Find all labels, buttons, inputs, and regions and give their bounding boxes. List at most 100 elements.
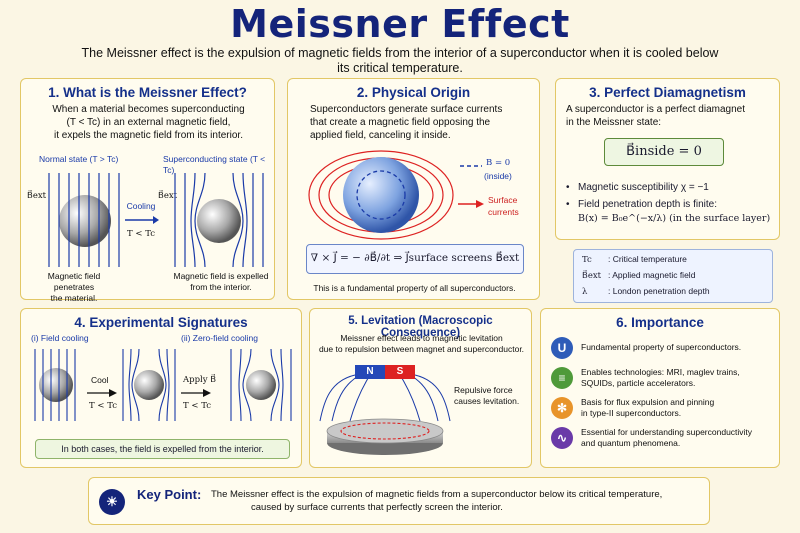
key-point-label: Key Point:	[137, 487, 202, 502]
superconducting-state-label: Superconducting state (T < Tc)	[163, 154, 266, 175]
legend-desc: : Applied magnetic field	[608, 270, 696, 280]
cooling-label: Cooling	[126, 201, 156, 211]
magnet-icon: U	[551, 337, 573, 359]
importance-item: Essential for understanding superconduct…	[581, 427, 777, 449]
legend-row: λ : London penetration depth	[582, 286, 792, 297]
legend-row: Tc: Critical temperature	[582, 254, 792, 265]
symbol-legend: Tc: Critical temperature B⃗ext: Applied …	[573, 249, 773, 303]
zero-field-cooling-label: (ii) Zero-field cooling	[181, 333, 258, 343]
page-subtitle: The Meissner effect is the expulsion of …	[81, 46, 719, 75]
superconductor-sphere	[197, 199, 241, 243]
text-line: Repulsive force	[454, 385, 513, 395]
text-line: causes levitation.	[454, 396, 520, 406]
legend-desc: : London penetration depth	[608, 286, 710, 296]
zero-field-cooling-after	[230, 348, 292, 422]
field-lines	[319, 374, 451, 422]
inside-boundary	[356, 170, 406, 220]
legend-surface: Surface	[488, 195, 518, 205]
text-line: Superconductors generate surface current…	[310, 104, 503, 115]
panel-text: When a material becomes superconducting …	[26, 103, 271, 142]
snowflake-icon: ✻	[551, 397, 573, 419]
item-line: in type-II superconductors.	[581, 408, 682, 418]
surface-currents-diagram	[308, 150, 454, 240]
panel-perfect-diamagnetism: 3. Perfect Diamagnetism A superconductor…	[555, 78, 780, 240]
normal-state-label: Normal state (T > Tc)	[39, 154, 119, 164]
panel-footer: This is a fundamental property of all su…	[313, 283, 516, 293]
temp-condition: T < Tc	[183, 401, 211, 411]
legend-desc: : Critical temperature	[608, 254, 687, 264]
panel-what-is: 1. What is the Meissner Effect? When a m…	[20, 78, 276, 303]
material-sphere	[59, 195, 111, 247]
panel-text: A superconductor is a perfect diamagnet …	[566, 103, 776, 129]
temp-condition: T < Tc	[89, 401, 117, 411]
legend-inside: (inside)	[484, 171, 512, 181]
text-line: due to repulsion between magnet and supe…	[318, 344, 525, 354]
south-pole-label: S	[396, 366, 404, 377]
caption-line: Magnetic field penetrates	[47, 271, 101, 292]
item-line: Essential for understanding superconduct…	[581, 427, 753, 437]
panel-title: 2. Physical Origin	[356, 85, 471, 100]
panel-title: 1. What is the Meissner Effect?	[48, 85, 247, 100]
formula-box: B⃗inside = 0	[604, 138, 724, 166]
importance-item: Basis for flux expulsion and pinning in …	[581, 397, 777, 419]
panel-levitation: 5. Levitation (Macroscopic Consequence) …	[309, 308, 532, 468]
item-line: Enables technologies: MRI, maglev trains…	[581, 367, 740, 377]
field-lines	[48, 173, 120, 267]
superconductor-sphere	[343, 157, 419, 233]
text-line: in the Meissner state:	[566, 117, 662, 128]
north-pole-label: N	[366, 366, 374, 377]
legend-dashed-line	[460, 165, 482, 167]
page-title: Meissner Effect	[230, 2, 570, 46]
bullet-penetration: Field penetration depth is finite:	[578, 199, 717, 210]
lightbulb-icon: ☀	[99, 489, 125, 515]
apply-b-label: Apply B⃗	[183, 375, 217, 385]
arrow-right-icon	[125, 216, 159, 224]
panel-title: 6. Importance	[616, 315, 704, 330]
bullet-dot: •	[566, 199, 570, 210]
panel-importance: 6. Importance U Fundamental property of …	[540, 308, 780, 468]
normal-state-diagram	[48, 173, 120, 267]
field-cooling-after	[122, 348, 176, 422]
importance-item: Enables technologies: MRI, maglev trains…	[581, 367, 777, 389]
panel-title: 3. Perfect Diamagnetism	[589, 85, 746, 100]
red-arrow-icon	[458, 200, 484, 208]
expelled-field-lines	[174, 172, 264, 268]
superconducting-state-diagram	[174, 172, 264, 268]
temp-condition: T < Tc	[127, 229, 155, 239]
bullet-formula: B(x) = B₀e^(−x/λ) (in the surface layer)	[578, 213, 771, 224]
text-line: When a material becomes superconducting	[52, 104, 245, 115]
item-line: SQUIDs, particle accelerators.	[581, 378, 696, 388]
panel-experimental-signatures: 4. Experimental Signatures (i) Field coo…	[20, 308, 302, 468]
experimental-note: In both cases, the field is expelled fro…	[35, 439, 290, 459]
bext-label: B⃗ext	[158, 191, 178, 201]
key-point-box: ☀ Key Point: The Meissner effect is the …	[88, 477, 710, 525]
arrow-right-icon	[87, 389, 117, 397]
field-cooling-label: (i) Field cooling	[31, 333, 89, 343]
item-line: Fundamental property of superconductors.	[581, 342, 742, 352]
panel-title: 4. Experimental Signatures	[74, 315, 248, 330]
legend-b0: B = 0	[486, 158, 511, 168]
text-line: A superconductor is a perfect diamagnet	[566, 104, 745, 115]
panel-title: 5. Levitation (Macroscopic Consequence)	[348, 315, 493, 339]
text-line: Meissner effect leads to magnetic levita…	[340, 333, 503, 343]
caption-right: Magnetic field is expelled from the inte…	[166, 271, 276, 293]
stack-icon: ≡	[551, 367, 573, 389]
legend-currents: currents	[488, 207, 519, 217]
equation-box: ∇ × J⃗ = − ∂B⃗/∂t ⇒ J⃗surface screens B⃗…	[306, 244, 524, 274]
item-line: and quantum phenomena.	[581, 438, 681, 448]
legend-symbol: λ	[582, 287, 588, 297]
magnet-north	[355, 365, 385, 379]
field-cooling-before	[34, 349, 76, 421]
levitation-diagram	[319, 365, 451, 455]
panel-text: Superconductors generate surface current…	[310, 103, 535, 142]
cool-label: Cool	[91, 375, 109, 385]
legend-symbol: B⃗ext	[582, 271, 602, 281]
caption-left: Magnetic field penetrates the material.	[29, 271, 119, 304]
bullet-susceptibility: Magnetic susceptibility χ = −1	[578, 182, 709, 193]
text-line: The Meissner effect is the expulsion of …	[211, 489, 663, 500]
repulsive-label: Repulsive force causes levitation.	[454, 385, 519, 407]
bullet-dot: •	[566, 182, 570, 193]
text-line: that create a magnetic field opposing th…	[310, 117, 491, 128]
importance-item: Fundamental property of superconductors.	[581, 342, 777, 353]
caption-line: the material.	[50, 293, 98, 303]
